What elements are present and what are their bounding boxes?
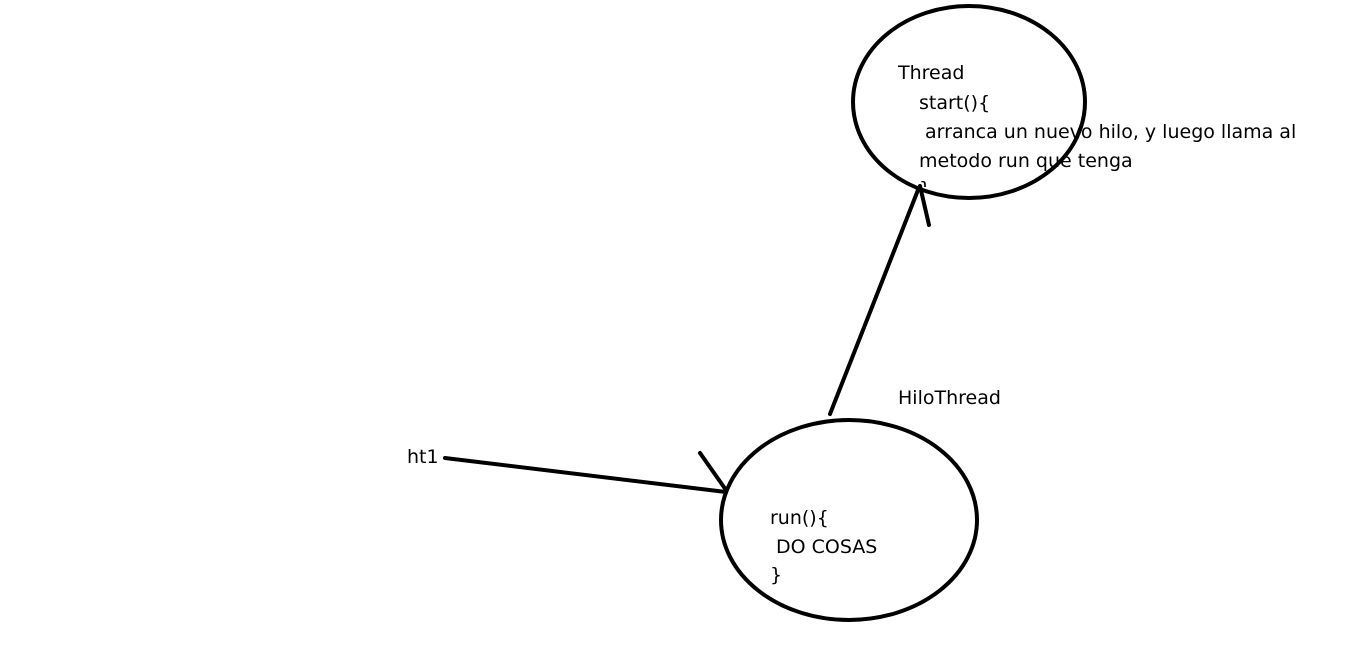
arrow-head-stroke: [918, 184, 931, 227]
thread-node-title: Thread: [898, 62, 965, 84]
arrow-head-stroke: [698, 451, 728, 492]
hilothread-node-title: HiloThread: [898, 387, 1001, 409]
hilothread-node-method: run(){: [770, 507, 829, 529]
hilothread-node-body: DO COSAS: [770, 536, 878, 558]
hilothread-node-closing: }: [770, 564, 783, 586]
thread-node-body-line2: metodo run que tenga: [919, 150, 1133, 172]
thread-node-ellipse: [851, 4, 1087, 200]
arrow-shaft: [828, 188, 920, 416]
thread-node-body-line1: arranca un nuevo hilo, y luego llama al: [919, 121, 1297, 143]
arrow-shaft: [443, 456, 728, 494]
hilothread-node-ellipse: [719, 418, 979, 622]
reference-label-ht1: ht1: [407, 446, 439, 468]
arrow-ht1-to-hilothread: [443, 451, 728, 494]
arrow-hilothread-to-thread: [828, 184, 931, 416]
thread-node-closing: }: [919, 178, 931, 187]
thread-node-method: start(){: [919, 92, 991, 114]
